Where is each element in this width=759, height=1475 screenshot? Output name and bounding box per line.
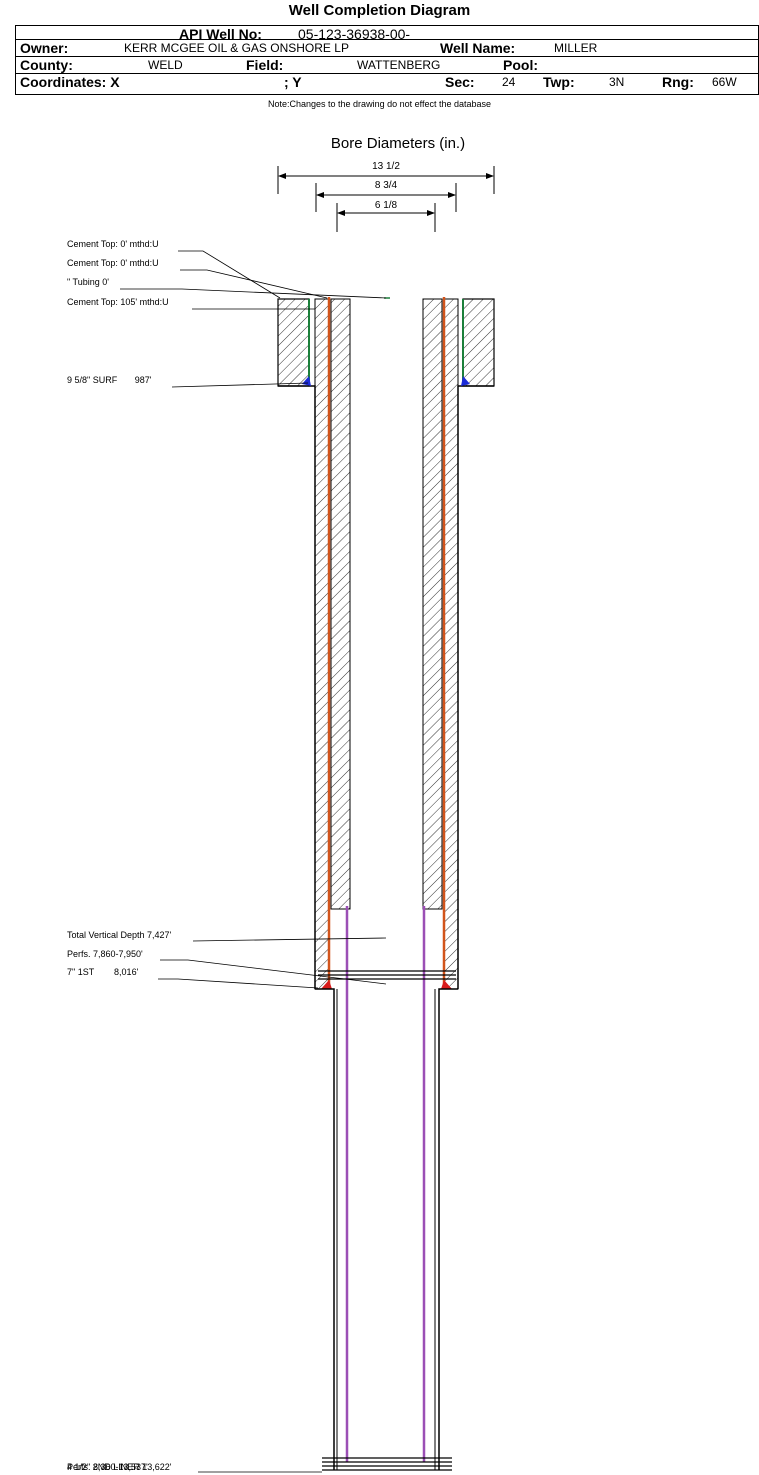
bore-diameter-label: 8 3/4 — [375, 180, 398, 191]
annotation-total-depth: Total Vertical Depth 7,427' — [67, 930, 387, 942]
svg-text:7" 1ST 8,016': 7" 1ST 8,016' — [67, 967, 139, 977]
annotation-tubing: " Tubing 0' — [67, 277, 387, 299]
header-row-coordinates: Coordinates: X ; Y Sec: 24 Twp: 3N Rng: … — [16, 73, 758, 90]
pool-label: Pool: — [503, 57, 538, 73]
api-well-value: 05-123-36938-00- — [298, 26, 411, 42]
intermediate-shoe-left — [321, 980, 332, 989]
intermediate-shoe-right — [441, 980, 452, 989]
lower-hole-wall-left — [315, 988, 335, 1470]
county-label: County: — [20, 57, 73, 73]
well-name-label: Well Name: — [440, 40, 516, 56]
diagram-title: Well Completion Diagram — [288, 2, 471, 19]
twp-value: 3N — [609, 75, 625, 89]
annotation-surface-casing: 9 5/8" SURF 987' — [67, 375, 309, 388]
annotation-casing-1st: 7" 1ST 8,016' — [67, 967, 319, 989]
sec-value: 24 — [502, 75, 516, 89]
svg-text:Perfs. 8,360-13,537': Perfs. 8,360-13,537' — [67, 1462, 148, 1472]
field-label: Field: — [246, 57, 284, 73]
bore-dimension-6-1-8: 6 1/8 — [336, 200, 436, 232]
svg-text:Cement Top: 105' mthd:U: Cement Top: 105' mthd:U — [67, 297, 169, 307]
owner-label: Owner: — [20, 40, 69, 56]
surface-hole-right — [462, 298, 495, 387]
rng-label: Rng: — [662, 74, 694, 90]
header-row-owner: Owner: KERR MCGEE OIL & GAS ONSHORE LP W… — [16, 39, 758, 56]
svg-text:" Tubing 0': " Tubing 0' — [67, 277, 109, 287]
annotation-cement-top-3: Cement Top: 105' mthd:U — [67, 297, 315, 310]
annotation-bottom: 4 1/2" 2ND LINER 13,622' Perfs. 8,360-13… — [67, 1462, 322, 1473]
well-name-value: MILLER — [554, 41, 598, 55]
sec-label: Sec: — [445, 74, 475, 90]
svg-text:Perfs. 7,860-7,950': Perfs. 7,860-7,950' — [67, 949, 143, 959]
bore-dimension-8-3-4: 8 3/4 — [315, 180, 457, 212]
field-value: WATTENBERG — [357, 58, 441, 72]
bore-diameter-label: 6 1/8 — [375, 200, 398, 211]
coordinates-x-label: Coordinates: X — [20, 74, 120, 90]
annotation-cement-top-1: Cement Top: 0' mthd:U — [67, 239, 281, 299]
annulus-left — [314, 298, 351, 990]
surface-hole-left — [277, 298, 310, 387]
bore-dimension-13-1-2: 13 1/2 — [277, 161, 495, 194]
annulus-right — [422, 298, 459, 990]
svg-text:9 5/8" SURF 987': 9 5/8" SURF 987' — [67, 375, 152, 385]
annotation-cement-top-2: Cement Top: 0' mthd:U — [67, 258, 328, 299]
api-well-label: API Well No: — [179, 26, 262, 42]
annotation-perfs: Perfs. 7,860-7,950' — [67, 949, 387, 985]
bore-diameter-label: 13 1/2 — [372, 161, 400, 172]
header-row-county: County: WELD Field: WATTENBERG Pool: — [16, 56, 758, 73]
rng-value: 66W — [712, 75, 737, 89]
owner-value: KERR MCGEE OIL & GAS ONSHORE LP — [124, 41, 349, 55]
open-hole-wall-right — [457, 385, 494, 989]
database-note: Note:Changes to the drawing do not effec… — [268, 99, 491, 109]
svg-text:4 1/2" 2ND LINER 13,622': 4 1/2" 2ND LINER 13,622' — [67, 1462, 172, 1472]
svg-text:Total Vertical Depth 7,427': Total Vertical Depth 7,427' — [67, 930, 172, 940]
surface-shoe-right — [461, 376, 470, 386]
svg-text:Cement Top: 0' mthd:U: Cement Top: 0' mthd:U — [67, 258, 159, 268]
open-hole-wall-left — [278, 385, 316, 989]
bore-diameters-title: Bore Diameters (in.) — [331, 135, 465, 152]
coordinates-y-label: ; Y — [284, 74, 302, 90]
twp-label: Twp: — [543, 74, 575, 90]
perforations-upper — [318, 970, 456, 980]
lower-hole-wall-right — [438, 988, 458, 1470]
well-header-table: API Well No: 05-123-36938-00- Owner: KER… — [15, 25, 759, 95]
svg-text:Cement Top: 0' mthd:U: Cement Top: 0' mthd:U — [67, 239, 159, 249]
perforations-lower — [322, 1457, 452, 1471]
county-value: WELD — [148, 58, 183, 72]
